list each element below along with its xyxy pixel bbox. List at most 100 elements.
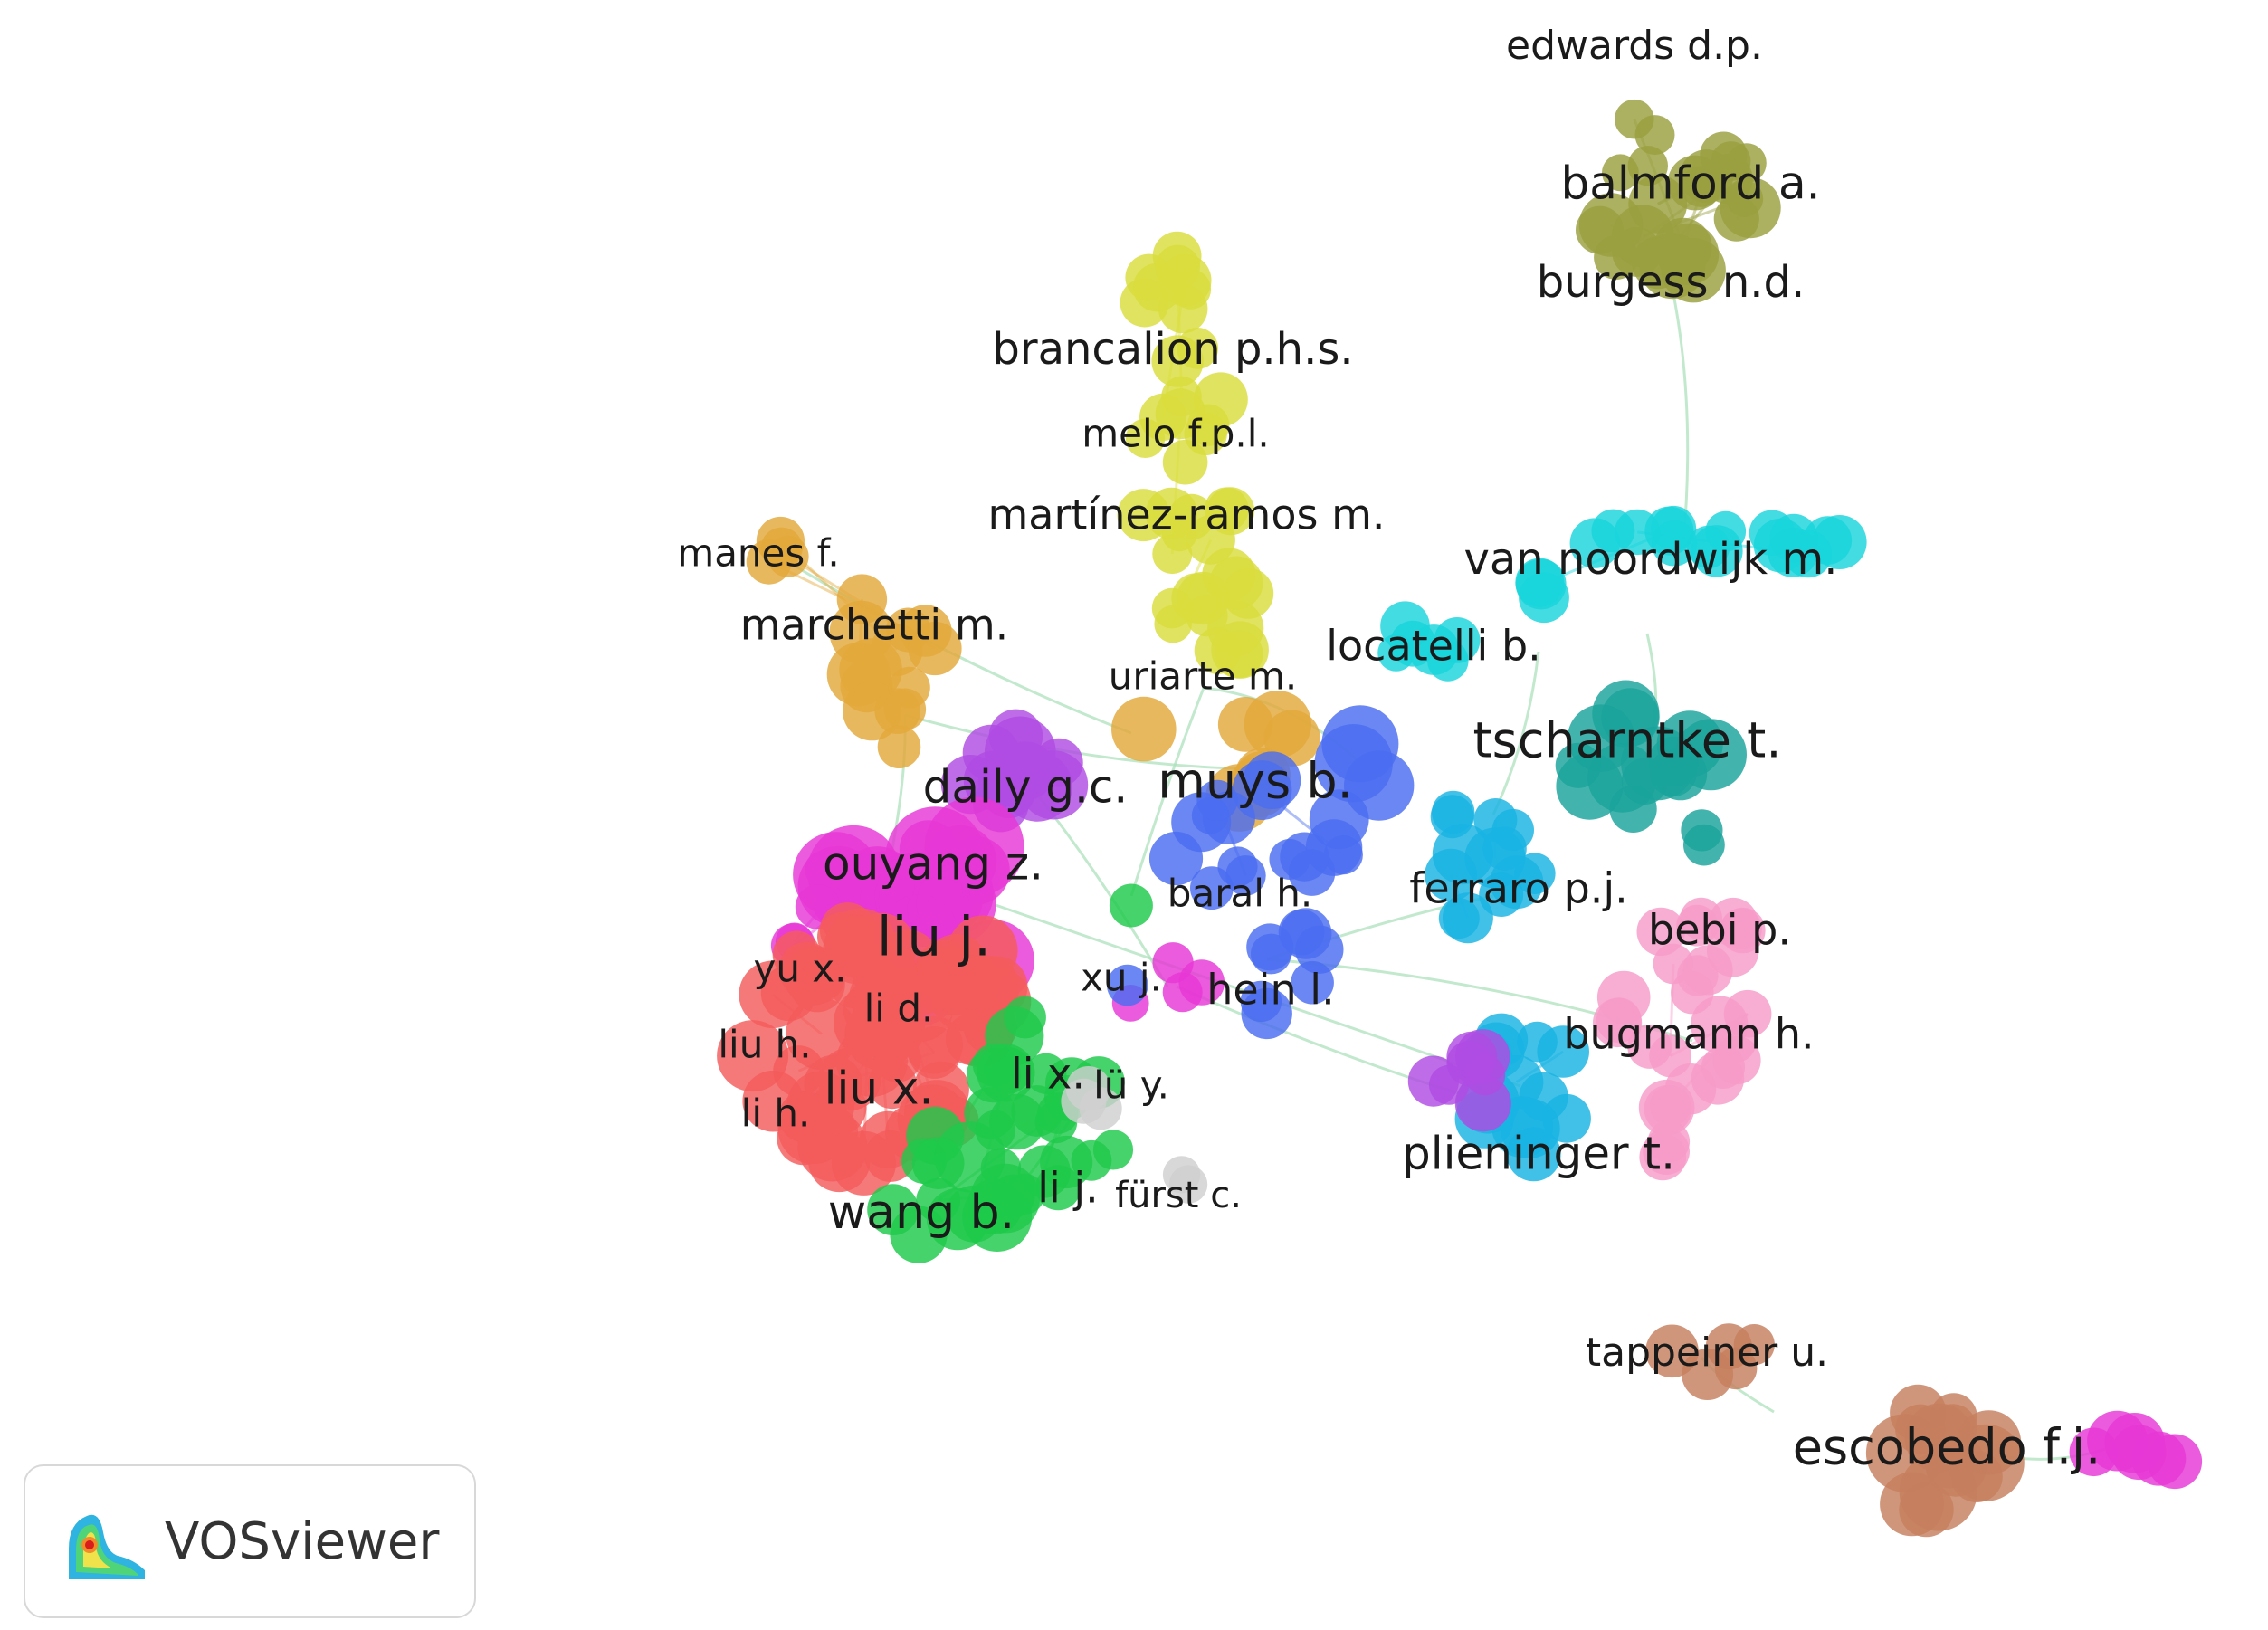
- author-label-liu-h[interactable]: liu h.: [718, 1023, 811, 1067]
- author-node[interactable]: [883, 688, 927, 730]
- author-node[interactable]: [1240, 980, 1282, 1023]
- author-node[interactable]: [1890, 1384, 1947, 1442]
- author-node[interactable]: [1019, 750, 1089, 820]
- author-label-daily[interactable]: daily g.c.: [923, 761, 1129, 814]
- author-node[interactable]: [1592, 680, 1660, 748]
- author-node[interactable]: [877, 725, 921, 768]
- author-node[interactable]: [1648, 736, 1700, 787]
- author-label-edwards[interactable]: edwards d.p.: [1506, 23, 1763, 69]
- author-node[interactable]: [1186, 515, 1235, 565]
- author-label-furst[interactable]: fürst c.: [1115, 1175, 1242, 1216]
- author-node[interactable]: [1280, 832, 1329, 882]
- author-node[interactable]: [1593, 997, 1643, 1048]
- author-label-tappeiner[interactable]: tappeiner u.: [1586, 1330, 1828, 1376]
- author-label-brancalion[interactable]: brancalion p.h.s.: [992, 324, 1353, 375]
- author-node[interactable]: [1232, 760, 1292, 820]
- author-node[interactable]: [970, 1163, 1040, 1234]
- author-node[interactable]: [1578, 193, 1644, 257]
- author-node[interactable]: [1244, 691, 1312, 758]
- author-node[interactable]: [907, 877, 971, 941]
- author-node[interactable]: [805, 851, 841, 888]
- author-label-martinez-ramos[interactable]: martínez-ramos m.: [988, 491, 1386, 539]
- author-label-xu-j[interactable]: xu j.: [1081, 956, 1162, 1000]
- author-label-balmford[interactable]: balmford a.: [1560, 157, 1820, 210]
- author-label-bugmann[interactable]: bugmann h.: [1563, 1010, 1814, 1059]
- author-node[interactable]: [1500, 1098, 1560, 1158]
- author-label-escobedo[interactable]: escobedo f.j.: [1793, 1419, 2101, 1476]
- author-node[interactable]: [823, 914, 892, 985]
- author-label-li-h[interactable]: li h.: [741, 1091, 811, 1136]
- author-label-uriarte[interactable]: uriarte m.: [1109, 654, 1297, 699]
- author-node[interactable]: [1377, 634, 1415, 672]
- author-node[interactable]: [1425, 848, 1478, 901]
- author-node[interactable]: [1092, 1130, 1134, 1170]
- author-label-wang-b[interactable]: wang b.: [828, 1186, 1015, 1240]
- author-label-marchetti[interactable]: marchetti m.: [740, 601, 1009, 650]
- author-label-plieninger[interactable]: plieninger t.: [1402, 1128, 1675, 1180]
- author-node[interactable]: [1651, 505, 1697, 551]
- author-label-bebi[interactable]: bebi p.: [1648, 906, 1791, 955]
- author-node[interactable]: [1634, 115, 1675, 156]
- author-node[interactable]: [1733, 1324, 1775, 1366]
- author-node[interactable]: [1555, 742, 1601, 788]
- author-node[interactable]: [1209, 556, 1263, 610]
- author-label-locatelli[interactable]: locatelli b.: [1326, 622, 1541, 671]
- author-node[interactable]: [946, 955, 1001, 1010]
- author-node[interactable]: [1711, 141, 1751, 182]
- author-node[interactable]: [1111, 696, 1177, 762]
- author-node[interactable]: [1429, 1064, 1469, 1105]
- author-node[interactable]: [1643, 1128, 1690, 1175]
- author-node[interactable]: [778, 1091, 831, 1143]
- author-label-manes[interactable]: manes f.: [677, 531, 839, 576]
- author-node[interactable]: [985, 1006, 1044, 1066]
- author-node[interactable]: [1720, 907, 1766, 954]
- author-node[interactable]: [1109, 883, 1153, 928]
- author-node[interactable]: [1246, 923, 1294, 971]
- author-node[interactable]: [717, 1020, 789, 1092]
- author-node[interactable]: [1701, 1045, 1745, 1089]
- author-node[interactable]: [1803, 516, 1853, 565]
- author-node[interactable]: [836, 574, 888, 624]
- author-node[interactable]: [1490, 855, 1544, 910]
- author-node[interactable]: [1723, 989, 1772, 1038]
- author-label-tscharntke[interactable]: tscharntke t.: [1472, 712, 1781, 769]
- author-node[interactable]: [1455, 1029, 1510, 1084]
- author-label-hein[interactable]: hein l.: [1206, 966, 1334, 1015]
- author-node[interactable]: [1215, 630, 1263, 679]
- author-node[interactable]: [1168, 1165, 1208, 1204]
- author-node[interactable]: [867, 1184, 919, 1235]
- author-node[interactable]: [989, 1093, 1045, 1150]
- author-node[interactable]: [1749, 510, 1796, 557]
- author-label-yu-x[interactable]: yu x.: [753, 947, 846, 991]
- author-node[interactable]: [1225, 855, 1266, 896]
- author-node[interactable]: [1682, 945, 1733, 996]
- author-node[interactable]: [1627, 1025, 1672, 1069]
- author-label-muys[interactable]: muys b.: [1158, 753, 1353, 810]
- author-node[interactable]: [1537, 1025, 1589, 1078]
- author-node[interactable]: [1430, 795, 1474, 839]
- author-node[interactable]: [963, 750, 1024, 811]
- author-node[interactable]: [756, 516, 805, 566]
- author-node[interactable]: [1638, 1079, 1695, 1136]
- author-node[interactable]: [1107, 964, 1148, 1006]
- author-label-li-d[interactable]: li d.: [864, 987, 934, 1031]
- author-node[interactable]: [1158, 253, 1212, 307]
- author-label-liu-x[interactable]: liu x.: [824, 1063, 934, 1115]
- author-node[interactable]: [988, 709, 1043, 764]
- author-label-van-noordwijk[interactable]: van noordwijk m.: [1463, 534, 1837, 585]
- author-node[interactable]: [1152, 942, 1194, 984]
- author-label-baral[interactable]: baral h.: [1167, 872, 1312, 916]
- author-node[interactable]: [1676, 904, 1719, 947]
- author-node[interactable]: [1442, 892, 1493, 944]
- author-node[interactable]: [1196, 779, 1238, 822]
- author-node[interactable]: [1713, 195, 1759, 242]
- author-label-liu-j[interactable]: liu j.: [877, 906, 991, 969]
- author-node[interactable]: [1408, 624, 1460, 675]
- author-node[interactable]: [1190, 866, 1234, 910]
- author-node[interactable]: [1177, 328, 1218, 369]
- author-label-melo[interactable]: melo f.p.l.: [1082, 412, 1270, 456]
- author-label-li-j[interactable]: li j.: [1037, 1164, 1099, 1213]
- author-node[interactable]: [836, 1025, 908, 1097]
- author-node[interactable]: [1569, 518, 1621, 568]
